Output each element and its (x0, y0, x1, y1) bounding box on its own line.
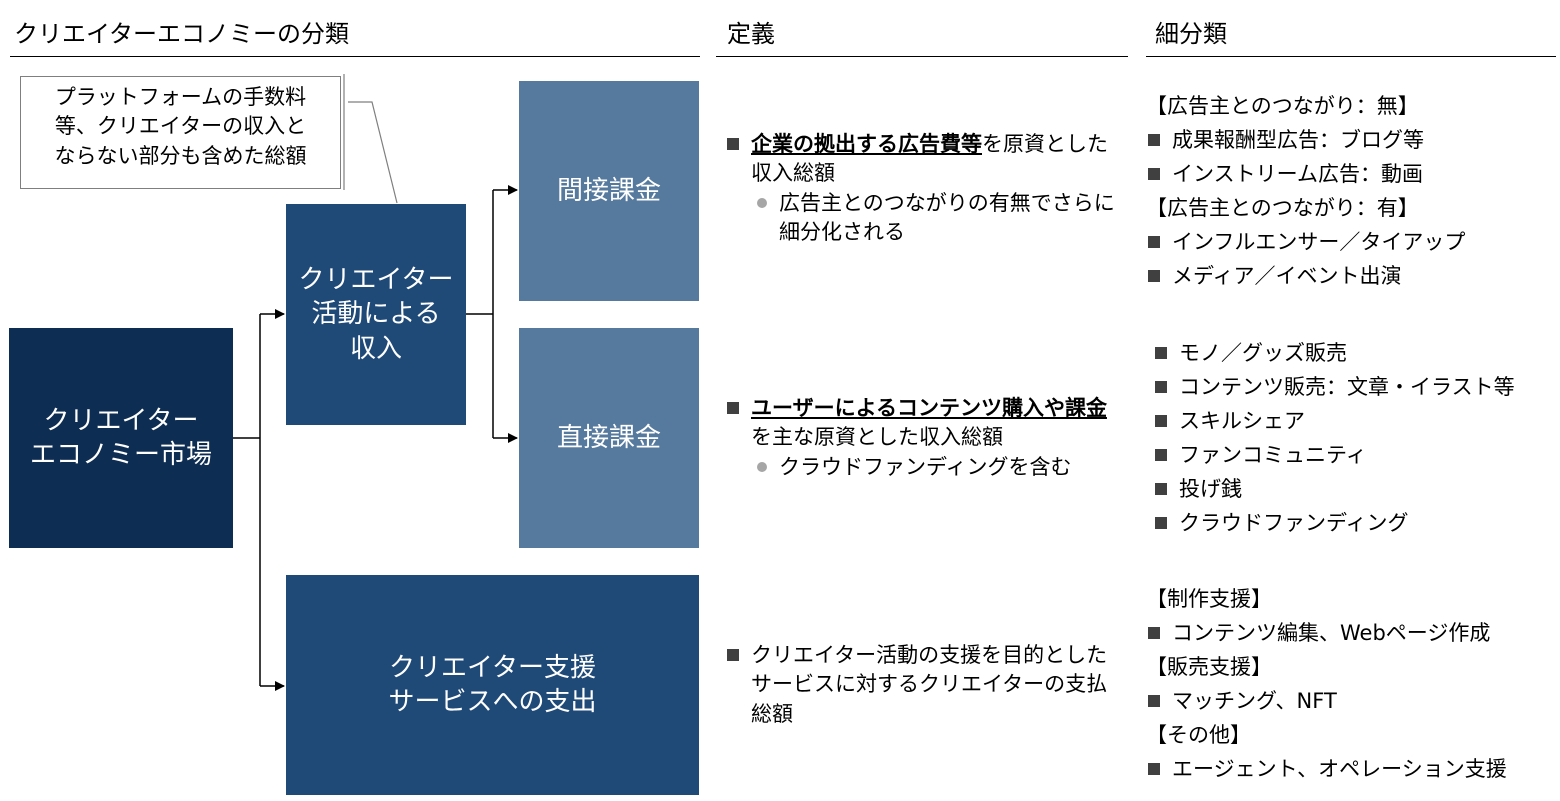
square-bullet-icon (727, 402, 739, 414)
square-bullet-icon (1148, 168, 1160, 180)
note-line-2: 等、クリエイターの収入と (54, 114, 307, 139)
market-label-1: クリエイター (43, 405, 199, 436)
direct-billing-box: 直接課金 (519, 328, 699, 548)
list-item: インストリーム広告：動画 (1172, 162, 1423, 186)
definition-support-text: クリエイター活動の支援を目的としたサービスに対するクリエイターの支払総額 (751, 643, 1108, 726)
definition-direct: ユーザーによるコンテンツ購入や課金を主な原資とした収入総額 クラウドファンディン… (727, 394, 1127, 482)
header-classification: クリエイターエコノミーの分類 (14, 20, 350, 48)
group-label: 【販売支援】 (1146, 655, 1272, 679)
group-label: 【その他】 (1146, 723, 1251, 747)
subcategories-support: 【制作支援】 コンテンツ編集、Webページ作成 【販売支援】 マッチング、NFT… (1146, 582, 1507, 786)
activity-label-2: 活動による (311, 299, 441, 330)
square-bullet-icon (1148, 270, 1160, 282)
square-bullet-icon (1148, 627, 1160, 639)
list-item: スキルシェア (1179, 409, 1305, 433)
creator-activity-income-box: クリエイター活動による収入 (286, 204, 466, 425)
square-bullet-icon (727, 138, 739, 150)
activity-label-3: 収入 (349, 333, 402, 364)
support-label-2: サービスへの支出 (388, 687, 597, 717)
indirect-billing-box: 間接課金 (519, 81, 699, 301)
creator-economy-market-box: クリエイターエコノミー市場 (9, 328, 233, 548)
header-definition: 定義 (727, 20, 775, 48)
definition-indirect-text: を原資とした収入総額 (751, 132, 1108, 186)
header-rule-3 (1146, 56, 1556, 57)
square-bullet-icon (1148, 134, 1160, 146)
indirect-label: 間接課金 (556, 175, 661, 206)
square-bullet-icon (1155, 517, 1167, 529)
dot-bullet-icon (757, 197, 767, 208)
support-label-1: クリエイター支援 (389, 652, 596, 683)
square-bullet-icon (727, 649, 739, 661)
square-bullet-icon (1155, 483, 1167, 495)
group-label: 【制作支援】 (1146, 587, 1272, 611)
list-item: ファンコミュニティ (1179, 443, 1367, 467)
square-bullet-icon (1155, 381, 1167, 393)
definition-support: クリエイター活動の支援を目的としたサービスに対するクリエイターの支払総額 (727, 641, 1119, 729)
note-line-1: プラットフォームの手数料 (54, 85, 307, 109)
list-item: クラウドファンディング (1179, 511, 1409, 535)
direct-label: 直接課金 (556, 422, 661, 453)
definition-indirect-key: 企業の拠出する広告費等 (751, 132, 982, 156)
definition-indirect: 企業の拠出する広告費等を原資とした収入総額 広告主とのつながりの有無でさらに細分… (727, 130, 1119, 248)
group-label: 【広告主とのつながり：有】 (1146, 196, 1419, 220)
subcategories-indirect: 【広告主とのつながり：無】 成果報酬型広告：ブログ等 インストリーム広告：動画 … (1146, 89, 1466, 293)
note-line-3: ならない部分も含めた総額 (54, 143, 307, 168)
fee-note: プラットフォームの手数料 等、クリエイターの収入と ならない部分も含めた総額 (20, 76, 341, 189)
definition-direct-sub: クラウドファンディングを含む (779, 454, 1072, 479)
subcategories-direct: モノ／グッズ販売 コンテンツ販売：文章・イラスト等 スキルシェア ファンコミュニ… (1155, 336, 1515, 540)
list-item: コンテンツ販売：文章・イラスト等 (1179, 375, 1515, 399)
list-item: インフルエンサー／タイアップ (1172, 230, 1466, 254)
definition-indirect-sub: 広告主とのつながりの有無でさらに細分化される (779, 190, 1115, 245)
list-item: 成果報酬型広告：ブログ等 (1172, 128, 1424, 152)
square-bullet-icon (1148, 695, 1160, 707)
list-item: コンテンツ編集、Webページ作成 (1172, 621, 1491, 645)
header-rule-1 (10, 56, 700, 57)
list-item: メディア／イベント出演 (1172, 264, 1402, 288)
activity-label-1: クリエイター (298, 265, 454, 296)
definition-direct-text: を主な原資とした収入総額 (751, 425, 1003, 450)
creator-support-spending-box: クリエイター支援サービスへの支出 (286, 575, 699, 795)
list-item: マッチング、NFT (1172, 689, 1337, 713)
square-bullet-icon (1155, 415, 1167, 427)
square-bullet-icon (1155, 449, 1167, 461)
definition-direct-key: ユーザーによるコンテンツ購入や課金 (751, 396, 1107, 420)
dot-bullet-icon (757, 461, 767, 472)
list-item: 投げ銭 (1179, 477, 1242, 501)
list-item: エージェント、オペレーション支援 (1172, 757, 1507, 781)
header-rule-2 (716, 56, 1128, 57)
square-bullet-icon (1155, 347, 1167, 359)
square-bullet-icon (1148, 236, 1160, 248)
square-bullet-icon (1148, 763, 1160, 775)
header-subcategory: 細分類 (1155, 20, 1227, 48)
list-item: モノ／グッズ販売 (1179, 341, 1347, 365)
market-label-2: エコノミー市場 (29, 440, 212, 470)
group-label: 【広告主とのつながり：無】 (1146, 94, 1419, 118)
